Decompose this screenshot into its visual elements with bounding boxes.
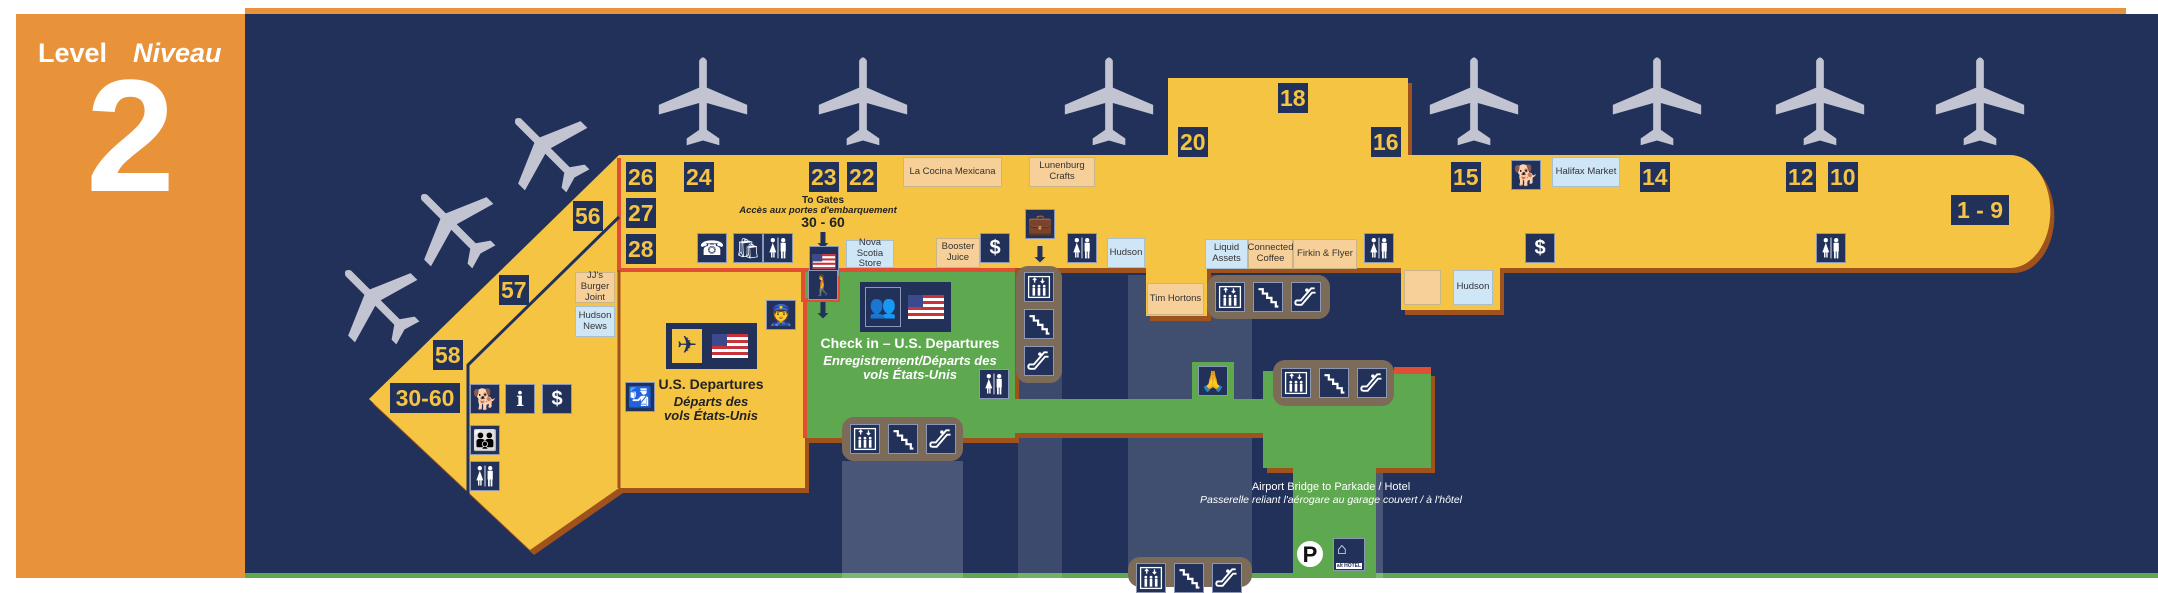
gate-58: 58 (433, 340, 463, 370)
gate-14: 14 (1640, 162, 1670, 192)
stairs-icon (1024, 309, 1054, 339)
gate-23: 23 (809, 162, 839, 192)
shop-tim-hortons[interactable]: Tim Hortons (1147, 283, 1204, 315)
shop-lunenburg-crafts[interactable]: Lunenburg Crafts (1029, 157, 1095, 187)
checkin-sign: 👥 (860, 282, 951, 332)
family-restroom-icon: 👪 (470, 425, 500, 455)
gate-28: 28 (626, 234, 656, 264)
gate-57: 57 (499, 275, 529, 305)
level-number: 2 (86, 46, 175, 225)
elevator-icon (850, 424, 880, 454)
atm-icon: $ (542, 384, 572, 414)
level-label-fr: Niveau (133, 38, 222, 68)
escalator-icon (1024, 346, 1054, 376)
restroom-icon (1364, 233, 1394, 263)
parking-icon[interactable]: P (1294, 538, 1326, 570)
restroom-icon (979, 369, 1009, 399)
escalator-icon (1357, 368, 1387, 398)
gate-24: 24 (684, 162, 714, 192)
gate-15: 15 (1451, 162, 1481, 192)
gate-16: 16 (1371, 127, 1401, 157)
gate-10: 10 (1828, 162, 1858, 192)
shop-liquid-assets[interactable]: Liquid Assets (1205, 239, 1248, 269)
shop-booster-juice[interactable]: Booster Juice (936, 238, 980, 268)
restroom-icon (1067, 233, 1097, 263)
stairs-icon (1174, 563, 1204, 593)
us-departures-sign: ✈ (666, 323, 757, 369)
gate-22: 22 (847, 162, 877, 192)
to-gates-label-fr: Accès aux portes d'embarquement (739, 205, 897, 216)
terminal-map (245, 8, 2158, 578)
checkin-label: Check in – U.S. Departures (820, 335, 1000, 351)
duty-free-icon: 🛍 (733, 233, 763, 263)
arrow-down-icon: ⬇ (813, 298, 833, 323)
service-dog-icon: 🐕 (470, 384, 500, 414)
level-label: Level (38, 38, 108, 68)
escalator-icon (926, 424, 956, 454)
shop-halifax-market[interactable]: Halifax Market (1552, 157, 1620, 187)
bed-icon: ⌂ (1337, 541, 1347, 558)
gate-12: 12 (1786, 162, 1816, 192)
atm-icon: $ (980, 233, 1010, 263)
prayer-room-icon: 🙏 (1198, 366, 1228, 396)
customs-icon: 🛂 (625, 382, 655, 412)
shop-hudson-news[interactable]: Hudson News (575, 306, 615, 337)
us-departures-label-fr-1: Départs des (673, 394, 749, 409)
gate-1-9: 1 - 9 (1951, 195, 2010, 225)
escalator-icon (1291, 282, 1321, 312)
service-dog-icon: 🐕 (1511, 160, 1541, 190)
to-gates-range: 30 - 60 (801, 214, 845, 230)
stairs-icon (1253, 282, 1283, 312)
departures-plane-icon: ✈ (672, 329, 702, 363)
us-flag-icon (908, 295, 944, 319)
shop-nova-scotia-store[interactable]: Nova Scotia Store (846, 237, 894, 269)
stairs-icon (888, 424, 918, 454)
hotel-logo: alt HOTEL (1336, 563, 1362, 569)
shop-firkin-flyer[interactable]: Firkin & Flyer (1293, 239, 1357, 269)
luggage-icon: 💼 (1025, 209, 1055, 239)
bridge-label-fr: Passerelle reliant l'aérogare au garage … (1200, 494, 1462, 506)
hotel-icon[interactable]: ⌂ alt HOTEL (1333, 538, 1365, 571)
restroom-icon (763, 233, 793, 263)
bridge-label: Airport Bridge to Parkade / Hotel (1251, 481, 1411, 493)
shop-jjs-burger-joint[interactable]: JJ's Burger Joint (575, 270, 615, 303)
atm-icon: $ (1525, 233, 1555, 263)
customs-officer-icon: 👮 (766, 300, 796, 330)
gate-27: 27 (626, 198, 656, 228)
shop-la-cocina-mexicana[interactable]: La Cocina Mexicana (903, 157, 1002, 187)
us-flag-icon (712, 334, 748, 358)
arrow-down-icon: ⬇ (1030, 242, 1050, 267)
stairs-icon (1319, 368, 1349, 398)
us-departures-label-fr-2: vols États-Unis (664, 408, 758, 423)
shop-hudson[interactable]: Hudson (1107, 238, 1145, 268)
level-panel: Level Niveau 2 (16, 14, 245, 578)
gate-30-60: 30-60 (390, 383, 460, 413)
gate-20: 20 (1178, 127, 1208, 157)
checkin-desk-icon: 👥 (865, 287, 901, 327)
elevator-icon (1024, 272, 1054, 302)
directory-icon: ℹ (505, 384, 535, 414)
shop-hudson-2[interactable]: Hudson (1453, 270, 1493, 305)
checkin-label-fr-2: vols États-Unis (863, 367, 957, 382)
restroom-icon (1816, 233, 1846, 263)
escalator-icon (1212, 563, 1242, 593)
shop-connected-coffee[interactable]: Connected Coffee (1248, 239, 1293, 269)
us-departures-label: U.S. Departures (658, 376, 764, 392)
elevator-icon (1136, 563, 1166, 593)
to-gates-label: To Gates (801, 195, 845, 206)
gate-56: 56 (573, 201, 603, 231)
gate-18: 18 (1278, 83, 1308, 113)
gate-26: 26 (626, 162, 656, 192)
checkin-label-fr-1: Enregistrement/Départs des (823, 353, 997, 368)
to-gates-walk-icon: 🚶 (808, 270, 838, 300)
restroom-icon (470, 461, 500, 491)
shop-unlabeled (1404, 270, 1441, 305)
elevator-icon (1281, 368, 1311, 398)
elevator-icon (1215, 282, 1245, 312)
phone-icon: ☎ (697, 233, 727, 263)
